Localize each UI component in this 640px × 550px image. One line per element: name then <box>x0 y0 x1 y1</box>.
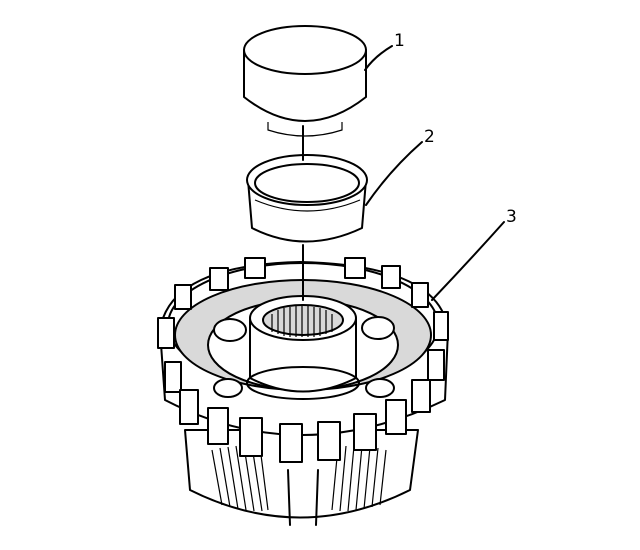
callout-3: 3 <box>506 207 517 227</box>
callout-2: 2 <box>424 127 435 147</box>
bushing-ring <box>246 154 368 243</box>
leader-line-2 <box>365 141 423 206</box>
leader-line-1 <box>364 45 393 71</box>
thrust-cap <box>243 25 367 137</box>
rim-lugs <box>157 257 449 463</box>
gear-teeth-left <box>211 445 269 512</box>
leader-line-3 <box>431 221 505 301</box>
carrier-assembly <box>157 257 449 526</box>
gear-teeth-right <box>331 445 387 512</box>
central-hub <box>246 295 360 400</box>
callout-1: 1 <box>394 31 405 51</box>
internal-splines <box>271 306 333 337</box>
